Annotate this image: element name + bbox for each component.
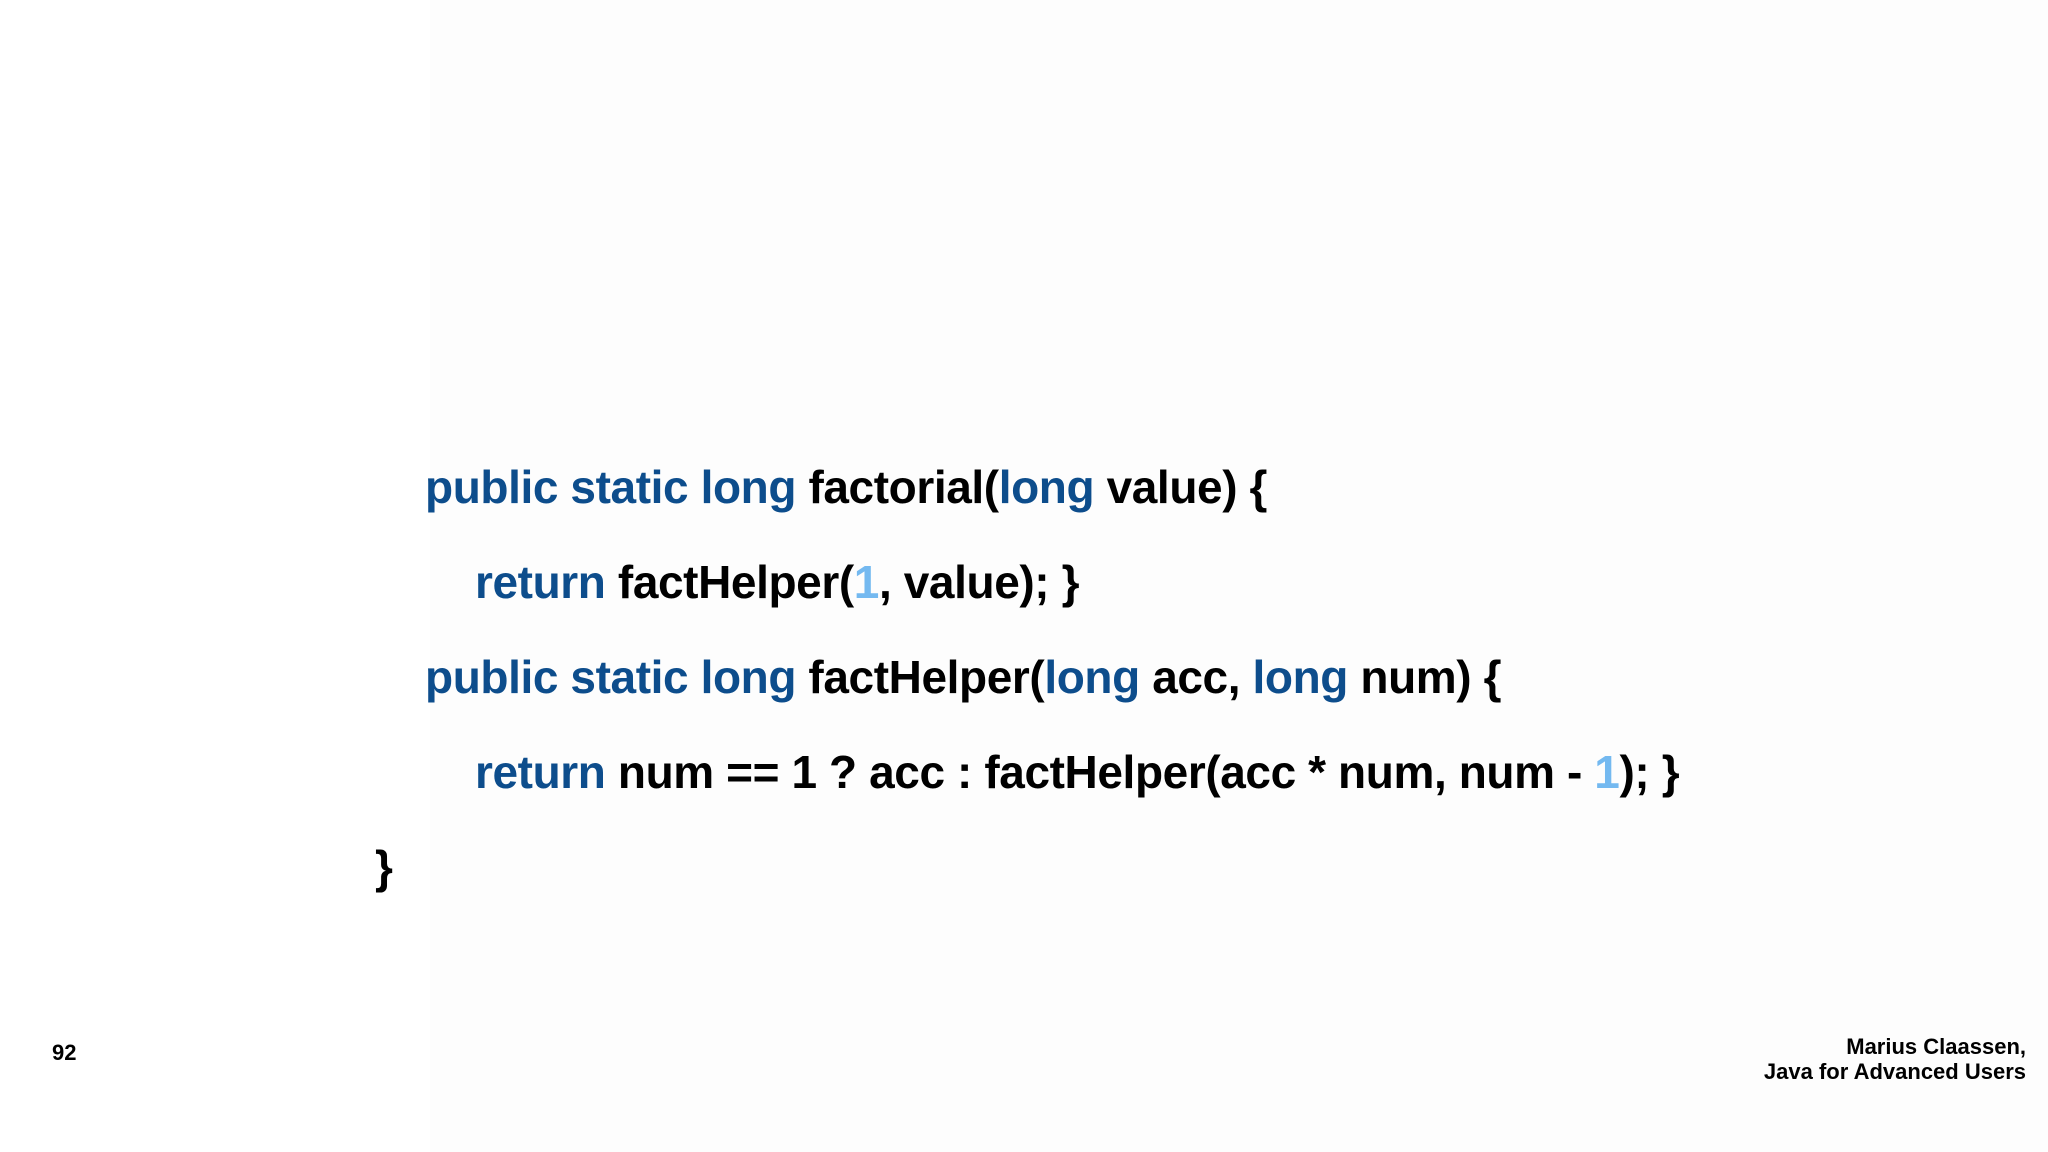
footer: Marius Claassen, Java for Advanced Users (1386, 1034, 2026, 1084)
footer-author: Marius Claassen, (1846, 1034, 2026, 1059)
code-token-text: num) { (1348, 651, 1502, 703)
code-line: public static long factorial(long value)… (0, 440, 2048, 535)
code-token-text: } (375, 841, 393, 893)
code-token-literal: 1 (1594, 746, 1620, 798)
code-line: public static long factHelper(long acc, … (0, 630, 2048, 725)
page-number: 92 (52, 1040, 77, 1065)
code-token-text: ); } (1619, 746, 1680, 798)
code-token-keyword: return (475, 556, 606, 608)
code-token-text: num == 1 ? acc : factHelper(acc * num, n… (605, 746, 1595, 798)
code-token-keyword: public static long (425, 461, 809, 513)
code-token-text: , value); } (878, 556, 1080, 608)
code-line: } (0, 820, 2048, 915)
code-token-keyword: return (475, 746, 606, 798)
code-token-text: factHelper( (796, 651, 1045, 703)
code-token-keyword: public static long (425, 651, 797, 703)
code-line: return num == 1 ? acc : factHelper(acc *… (0, 725, 2048, 820)
code-token-literal: 1 (853, 556, 880, 608)
code-token-keyword: long (1044, 651, 1140, 703)
code-token-keyword: long (998, 461, 1095, 513)
footer-course: Java for Advanced Users (1763, 1059, 2026, 1084)
code-block: public static long factorial(long value)… (0, 440, 2048, 915)
code-line: return factHelper(1, value); } (0, 535, 2048, 630)
code-token-text: factHelper( (605, 556, 854, 608)
content-panel (430, 0, 2048, 1152)
code-token-text: value) { (1094, 461, 1268, 513)
code-token-text: acc, (1139, 651, 1253, 703)
code-token-keyword: long (1252, 651, 1349, 703)
code-token-text: factorial( (808, 461, 999, 513)
